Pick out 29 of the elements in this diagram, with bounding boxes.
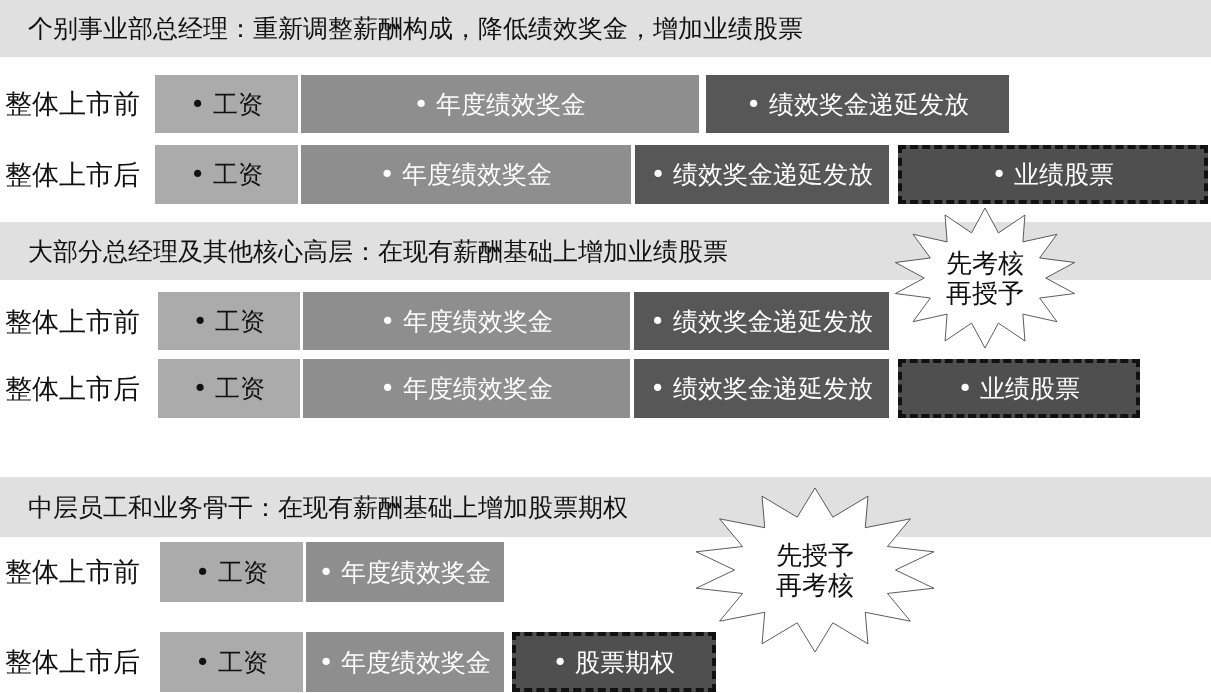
compensation-bar: • 工资 — [158, 359, 300, 418]
dashed-compensation-bar: • 业绩股票 — [898, 359, 1140, 418]
row-label: 整体上市前 — [5, 555, 140, 589]
row-label: 整体上市后 — [5, 645, 140, 679]
compensation-bar: • 绩效奖金递延发放 — [635, 145, 889, 204]
compensation-bar: • 年度绩效奖金 — [306, 632, 504, 692]
row-label: 整体上市后 — [5, 372, 140, 406]
section-header-band: 个别事业部总经理：重新调整薪酬构成，降低绩效奖金，增加业绩股票 — [0, 0, 1211, 57]
compensation-bar: • 绩效奖金递延发放 — [706, 75, 1009, 133]
compensation-bar: • 年度绩效奖金 — [301, 75, 699, 133]
compensation-bar: • 工资 — [160, 632, 303, 692]
compensation-bar: • 绩效奖金递延发放 — [634, 292, 889, 350]
compensation-bar: • 绩效奖金递延发放 — [634, 359, 889, 418]
row-label: 整体上市前 — [5, 87, 140, 121]
compensation-bar: • 工资 — [160, 542, 303, 602]
dashed-compensation-bar: • 股票期权 — [512, 632, 716, 692]
compensation-bar: • 工资 — [155, 75, 298, 133]
compensation-bar: • 年度绩效奖金 — [303, 359, 630, 418]
compensation-bar: • 年度绩效奖金 — [301, 145, 631, 204]
row-label: 整体上市前 — [5, 305, 140, 339]
compensation-bar: • 年度绩效奖金 — [303, 292, 630, 350]
compensation-bar: • 年度绩效奖金 — [306, 542, 504, 602]
row-label: 整体上市后 — [5, 158, 140, 192]
starburst-callout: 先授予再考核 — [693, 488, 937, 652]
compensation-bar: • 工资 — [158, 292, 300, 350]
starburst-callout: 先考核再授予 — [893, 208, 1077, 348]
section-header-band: 中层员工和业务骨干：在现有薪酬基础上增加股票期权 — [0, 477, 1211, 537]
compensation-bar: • 工资 — [155, 145, 298, 204]
dashed-compensation-bar: • 业绩股票 — [898, 145, 1208, 204]
